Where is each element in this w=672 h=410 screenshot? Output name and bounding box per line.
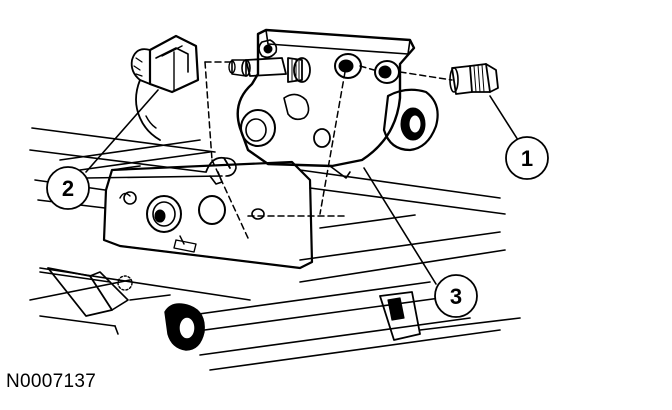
callout-1: 1 bbox=[505, 136, 549, 180]
leader-lines bbox=[85, 89, 519, 285]
wiring-connector bbox=[130, 34, 237, 185]
mounting-plate bbox=[102, 160, 314, 270]
assembly-dashed-lines bbox=[204, 61, 453, 239]
callout-2: 2 bbox=[46, 166, 90, 210]
figure-id-label: N0007137 bbox=[6, 371, 97, 392]
actuator-housing bbox=[236, 28, 439, 179]
lower-track-bracket bbox=[47, 267, 421, 351]
callout-2-label: 2 bbox=[62, 176, 74, 201]
drive-shaft bbox=[228, 57, 311, 83]
callout-3: 3 bbox=[434, 274, 478, 318]
callout-3-label: 3 bbox=[450, 284, 462, 309]
washer-and-bolt bbox=[374, 60, 499, 95]
callout-1-label: 1 bbox=[521, 146, 533, 171]
